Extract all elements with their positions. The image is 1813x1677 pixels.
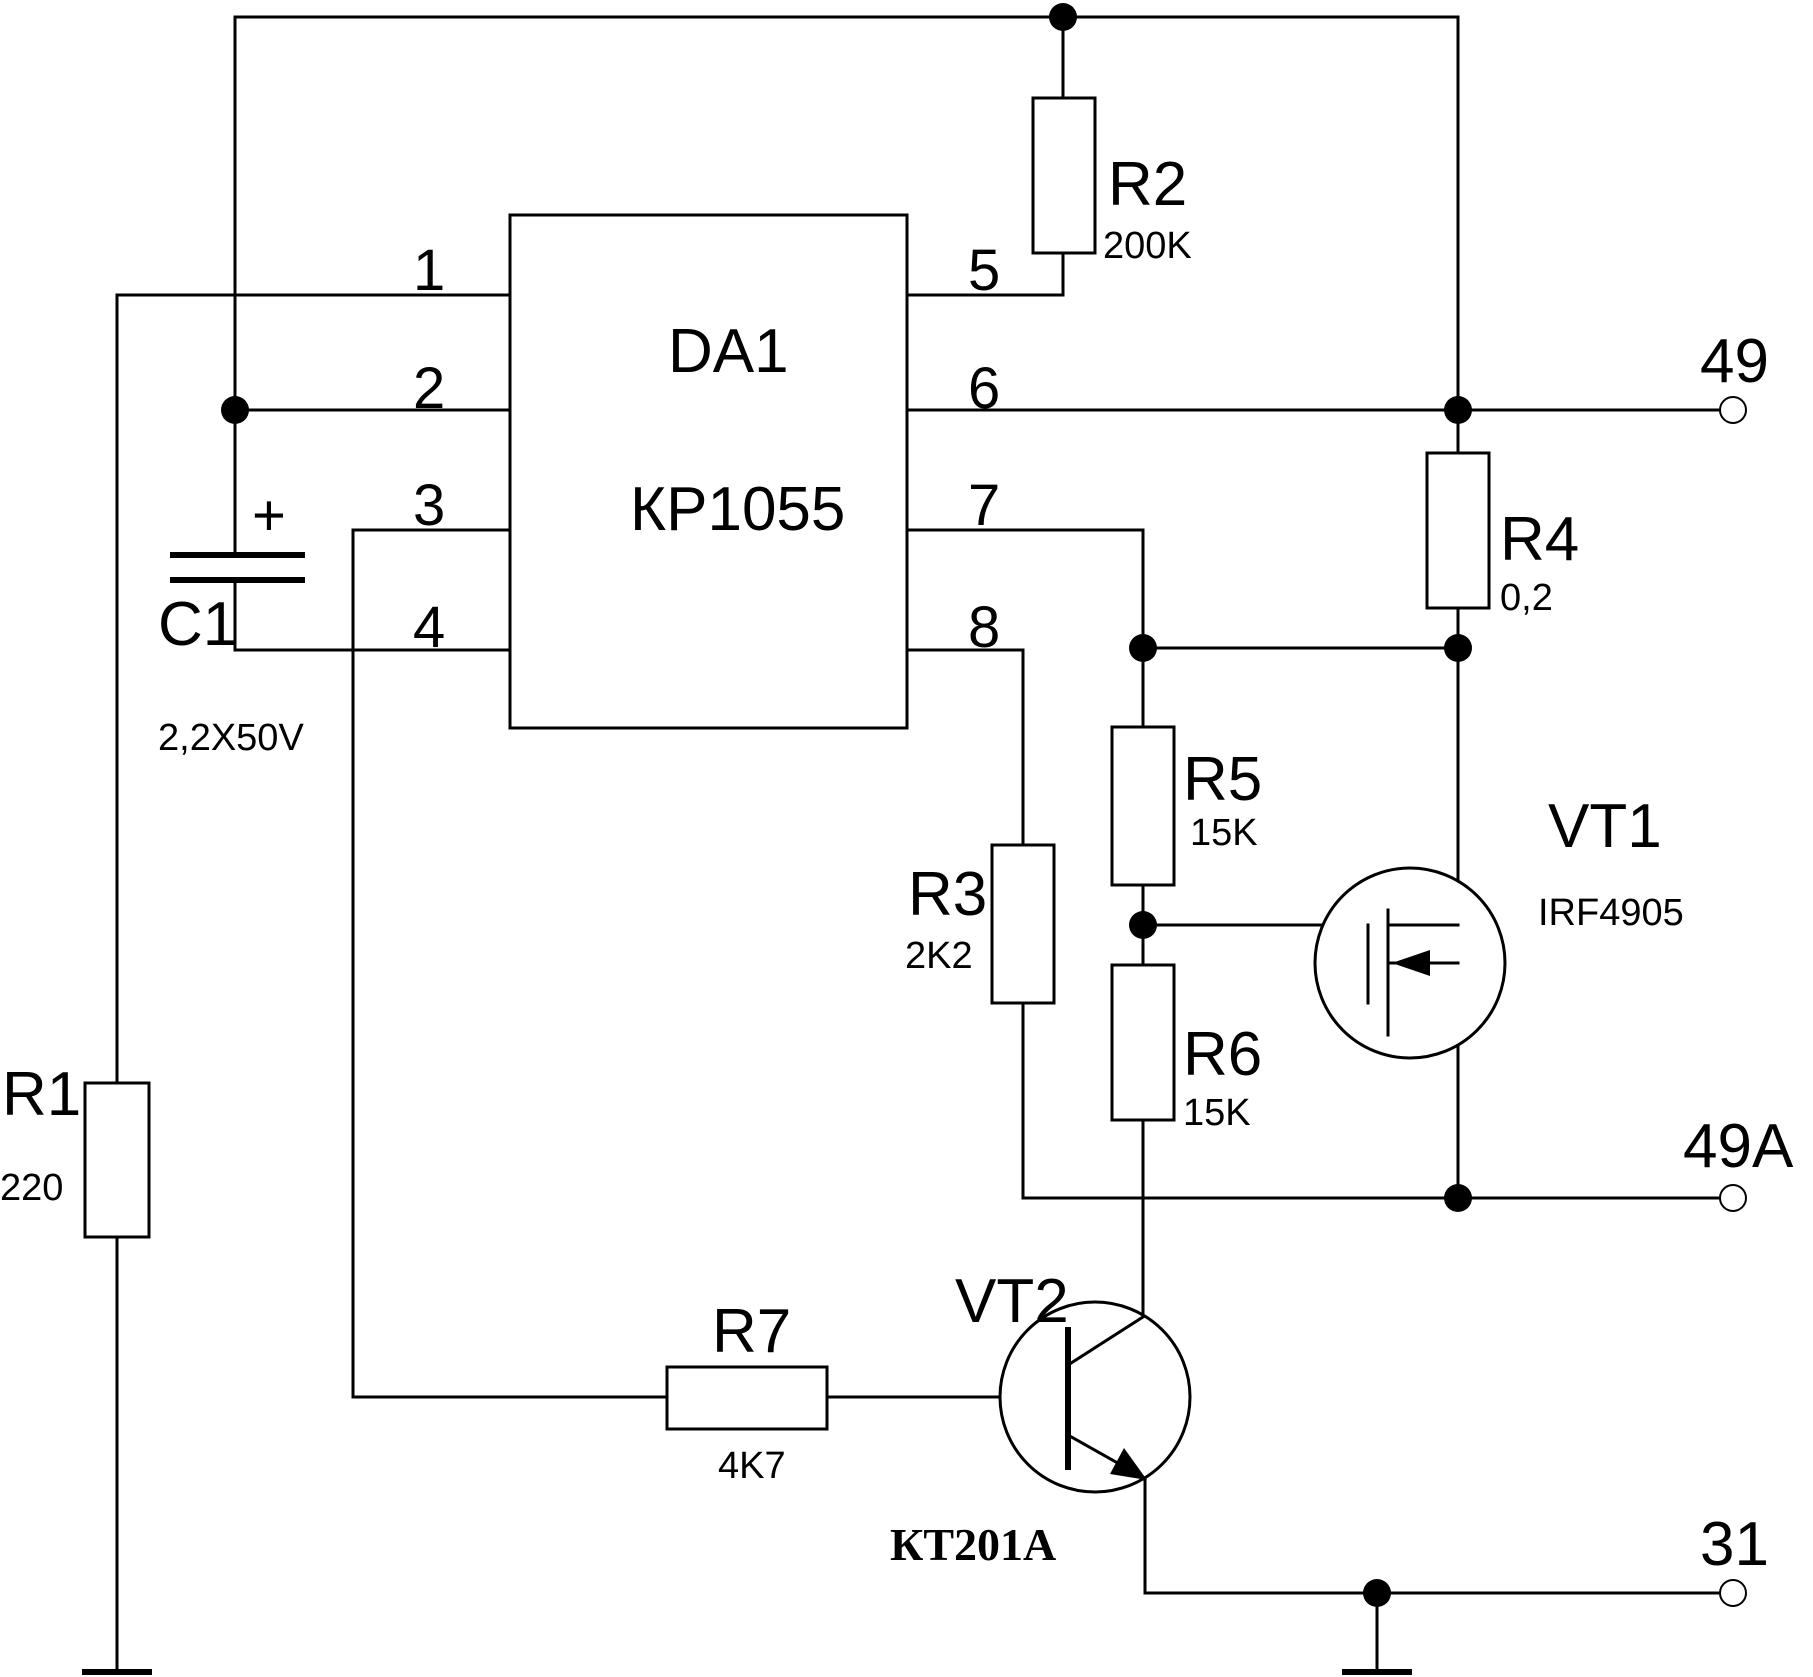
r1-ref: R1 xyxy=(2,1060,81,1129)
resistor-r1 xyxy=(83,1081,151,1239)
ic-type: КР1055 xyxy=(630,475,845,544)
capacitor-c1 xyxy=(170,552,305,583)
terminal-49a xyxy=(1719,1184,1747,1212)
ic-pin-1: 1 xyxy=(413,238,445,303)
ic-pin-4: 4 xyxy=(413,595,445,660)
ic-pin-3: 3 xyxy=(413,473,445,538)
r7-ref: R7 xyxy=(712,1297,791,1366)
r4-ref: R4 xyxy=(1500,505,1579,574)
mosfet-vt1 xyxy=(1313,866,1507,1060)
resistor-r6 xyxy=(1110,963,1176,1122)
c1-ref: C1 xyxy=(158,590,237,659)
bjt-vt2 xyxy=(998,1300,1192,1494)
wires xyxy=(115,15,1720,1674)
resistor-r7 xyxy=(665,1365,829,1431)
r3-ref: R3 xyxy=(908,860,987,929)
vt2-type: КТ201А xyxy=(890,1519,1056,1570)
r1-value: 220 xyxy=(0,1167,63,1209)
ic-pin-2: 2 xyxy=(413,356,445,421)
r7-value: 4K7 xyxy=(718,1445,786,1487)
r4-value: 0,2 xyxy=(1500,577,1553,619)
resistor-r5 xyxy=(1110,725,1176,887)
terminal-31-label: 31 xyxy=(1700,1510,1769,1579)
r2-value: 200K xyxy=(1103,225,1192,267)
terminal-49-label: 49 xyxy=(1700,327,1769,396)
terminal-31 xyxy=(1719,1579,1747,1607)
ic-ref: DA1 xyxy=(668,317,789,386)
vt2-ref: VT2 xyxy=(955,1267,1069,1336)
ic-pin-6: 6 xyxy=(968,356,1000,421)
vt1-ref: VT1 xyxy=(1548,792,1662,861)
terminal-49a-label: 49A xyxy=(1683,1112,1794,1181)
resistor-r2 xyxy=(1031,96,1097,255)
c1-polarity: + xyxy=(252,483,286,548)
r3-value: 2K2 xyxy=(905,935,973,977)
junction-dots xyxy=(221,3,1472,1607)
ic-pin-7: 7 xyxy=(968,473,1000,538)
c1-value: 2,2X50V xyxy=(158,717,304,759)
r6-value: 15K xyxy=(1183,1092,1251,1134)
r5-value: 15K xyxy=(1190,812,1258,854)
ic-pin-5: 5 xyxy=(968,238,1000,303)
r6-ref: R6 xyxy=(1183,1020,1262,1089)
ic-pin-8: 8 xyxy=(968,595,1000,660)
terminal-49 xyxy=(1719,396,1747,424)
resistor-r4 xyxy=(1425,451,1491,610)
r5-ref: R5 xyxy=(1183,745,1262,814)
resistor-r3 xyxy=(990,843,1056,1005)
ic-da1-body xyxy=(508,213,909,730)
vt1-type: IRF4905 xyxy=(1538,892,1684,934)
r2-ref: R2 xyxy=(1108,150,1187,219)
